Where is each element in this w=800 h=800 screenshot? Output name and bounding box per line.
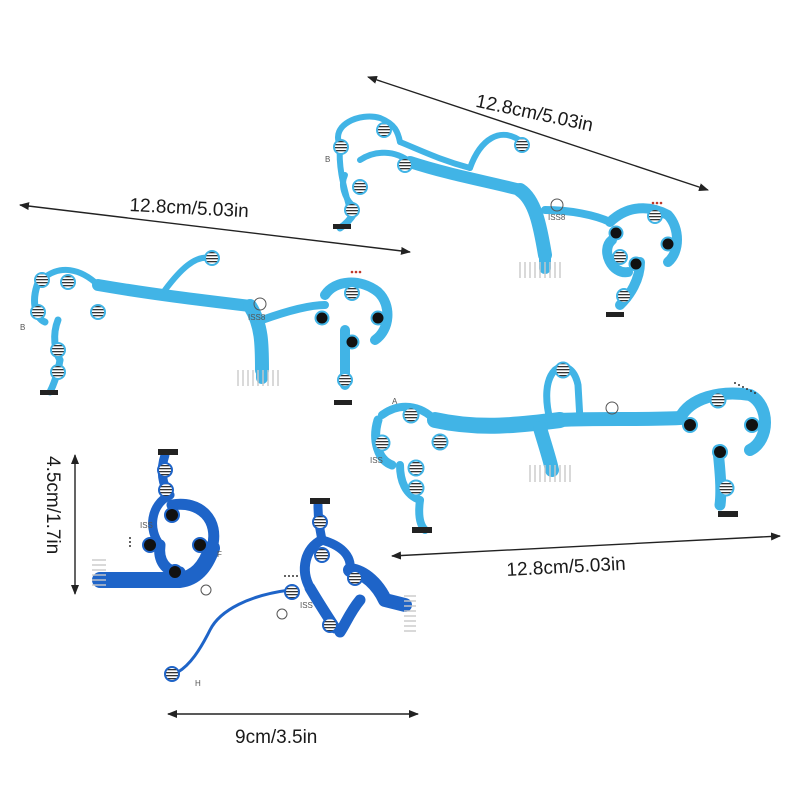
dimension-label-bottom: 9cm/3.5in [235,727,318,748]
flex-circuit-top-right: ISS8 B [325,113,682,317]
svg-text:ISS: ISS [370,456,383,465]
connector-pins [237,370,279,386]
circuit-letter-h: H [195,679,201,688]
flex-circuit-left: ISS8 B [20,250,393,405]
connector-pins [529,465,571,482]
contact-pads [30,250,386,388]
flex-circuit-right: ISS A [370,361,771,534]
contact-pads [373,361,760,497]
arrow-top-left [19,202,411,255]
contact-pads [164,514,363,682]
circuit-letter-f: F [217,550,222,559]
svg-text:ISS: ISS [140,521,153,530]
dimension-arrows [19,76,781,718]
svg-text:ISS8: ISS8 [248,313,266,322]
circuit-letter-b-left: B [20,323,25,332]
circuit-letter-a: A [392,397,398,406]
contact-pads [333,122,676,304]
connector-pins [519,262,561,278]
connector-pins [92,559,106,586]
connector-pins [404,595,416,632]
arrow-mid-right [391,532,781,560]
svg-text:ISS8: ISS8 [548,213,566,222]
circuit-letter-b-top: B [325,155,330,164]
dimension-label-vertical: 4.5cm/1.7in [42,456,63,555]
svg-text:ISS: ISS [300,601,313,610]
flex-circuit-small-f: ISS F [92,449,222,596]
arrow-top-right [367,76,709,191]
flex-circuit-small-h: ISS H [164,498,416,688]
contact-pads [142,462,208,580]
